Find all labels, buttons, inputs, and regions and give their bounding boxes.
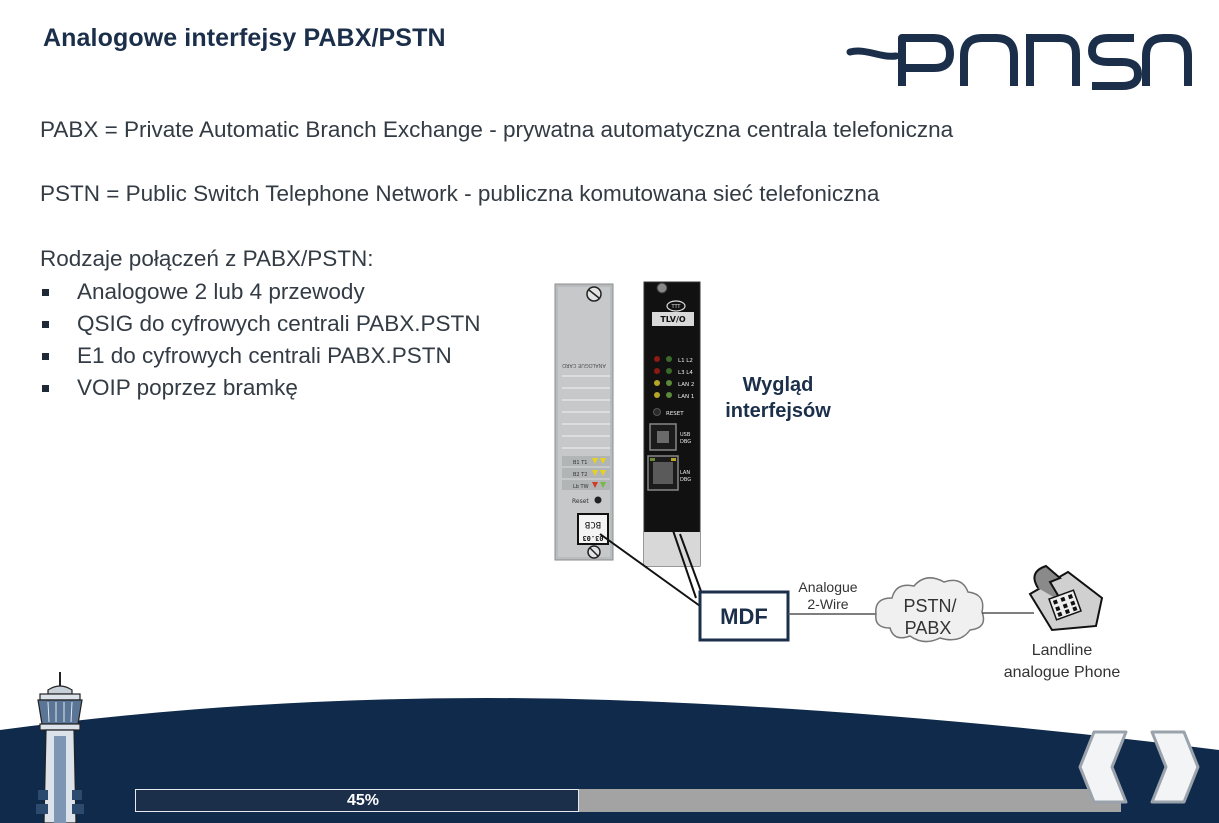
next-slide-button[interactable] (1138, 728, 1202, 806)
svg-text:L1 L2: L1 L2 (678, 358, 693, 364)
svg-text:analogue Phone: analogue Phone (1004, 664, 1121, 681)
svg-text:ANALOGUE CARD: ANALOGUE CARD (562, 362, 606, 368)
slide-title: Analogowe interfejsy PABX/PSTN (43, 24, 446, 52)
brand-logo-icon (666, 300, 686, 312)
svg-text:LAN 2: LAN 2 (678, 382, 694, 388)
svg-text:BCB: BCB (585, 519, 601, 529)
analogue-card-left: ANALOGUE CARD B1 T1 B2 T2 Lb TW Reset BC… (554, 283, 614, 561)
landline-phone-icon (1028, 564, 1104, 632)
progress-fill (135, 789, 579, 812)
interface-diagram: ANALOGUE CARD B1 T1 B2 T2 Lb TW Reset BC… (554, 281, 1121, 681)
chevron-right-icon (1150, 730, 1200, 804)
pansa-logo (846, 34, 1192, 90)
list-item: E1 do cyfrowych centrali PABX.PSTN (40, 340, 480, 372)
svg-text:Lb TW: Lb TW (573, 484, 589, 490)
svg-text:USB: USB (680, 432, 691, 438)
svg-text:DBG: DBG (680, 477, 691, 483)
svg-text:PABX: PABX (905, 618, 952, 638)
definition-pabx: PABX = Private Automatic Branch Exchange… (40, 117, 954, 142)
svg-text:03.03: 03.03 (582, 534, 603, 542)
connection-types-list: Analogowe 2 lub 4 przewody QSIG do cyfro… (40, 276, 480, 404)
types-heading: Rodzaje połączeń z PABX/PSTN: (40, 246, 374, 271)
svg-text:LAN: LAN (680, 470, 690, 476)
bullet-icon (42, 321, 49, 328)
mdf-connections (599, 503, 703, 607)
svg-text:Reset: Reset (572, 498, 589, 505)
svg-text:Analogue: Analogue (798, 579, 857, 595)
definition-pstn: PSTN = Public Switch Telephone Network -… (40, 181, 880, 206)
svg-text:Landline: Landline (1032, 642, 1093, 659)
bullet-icon (42, 385, 49, 392)
list-item: QSIG do cyfrowych centrali PABX.PSTN (40, 308, 480, 340)
interfaces-caption: Wygląd interfejsów (725, 374, 831, 422)
svg-text:MDF: MDF (720, 604, 768, 629)
svg-text:TTT: TTT (671, 304, 682, 310)
svg-text:RESET: RESET (666, 411, 684, 417)
svg-text:LAN 1: LAN 1 (678, 394, 694, 400)
progress-bar: 45% (135, 789, 1121, 812)
screw-icon (656, 282, 668, 294)
svg-text:B1 T1: B1 T1 (573, 460, 587, 466)
pstn-cloud-icon: PSTN/ PABX (875, 577, 985, 643)
svg-text:DBG: DBG (680, 439, 691, 445)
list-item: Analogowe 2 lub 4 przewody (40, 276, 480, 308)
control-tower-icon (36, 672, 84, 823)
tlvo-card-right: TTT TLV/O L1 L2 L3 L4 LAN 2 LAN 1 RESET … (643, 281, 701, 567)
svg-text:B2 T2: B2 T2 (573, 472, 587, 478)
svg-text:PSTN/: PSTN/ (903, 596, 956, 616)
chevron-left-icon (1078, 730, 1128, 804)
progress-label: 45% (346, 792, 380, 809)
list-item: VOIP poprzez bramkę (40, 372, 480, 404)
svg-text:L3 L4: L3 L4 (678, 370, 693, 376)
mdf-box: MDF (698, 590, 790, 642)
bullet-icon (42, 353, 49, 360)
bullet-icon (42, 289, 49, 296)
svg-text:2-Wire: 2-Wire (807, 596, 848, 612)
svg-text:TLV/O: TLV/O (660, 315, 686, 324)
prev-slide-button[interactable] (1076, 728, 1140, 806)
